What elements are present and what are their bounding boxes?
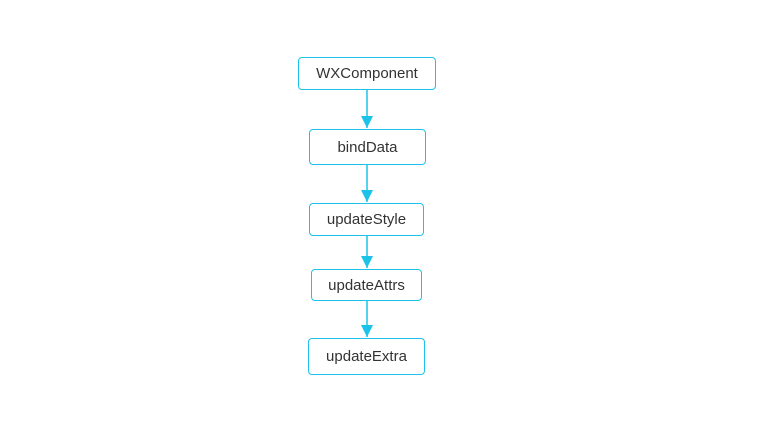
arrowhead-1 xyxy=(361,116,373,128)
node-wxcomponent: WXComponent xyxy=(298,57,436,90)
node-updateattrs: updateAttrs xyxy=(311,269,422,301)
node-updatestyle: updateStyle xyxy=(309,203,424,236)
arrowhead-3 xyxy=(361,256,373,268)
arrowhead-4 xyxy=(361,325,373,337)
arrowhead-2 xyxy=(361,190,373,202)
node-updateextra: updateExtra xyxy=(308,338,425,375)
node-binddata: bindData xyxy=(309,129,426,165)
